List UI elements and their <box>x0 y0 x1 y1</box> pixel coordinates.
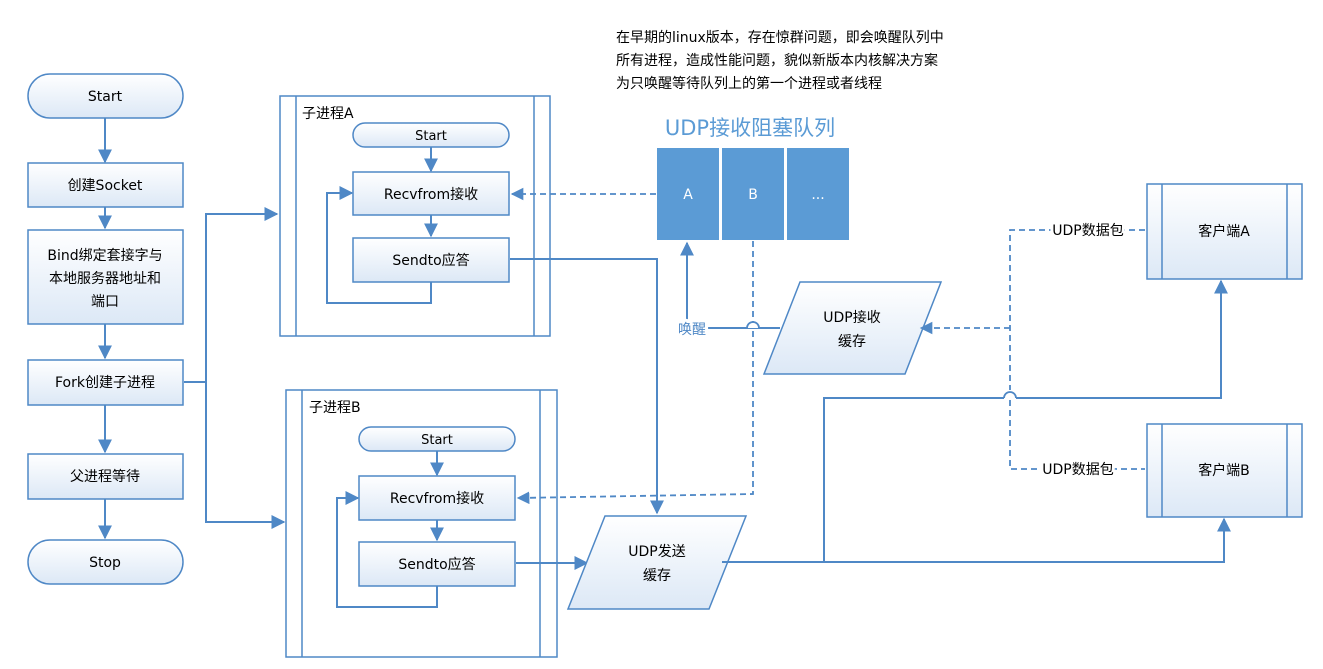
process-b-recvfrom-label: Recvfrom接收 <box>390 490 484 507</box>
main-stop-label: Stop <box>89 555 121 571</box>
process-b-sendto-label: Sendto应答 <box>398 556 475 573</box>
udp-send-buffer-line-1: UDP发送 <box>628 544 685 560</box>
queue-cell-b-label: B <box>748 187 758 203</box>
create-socket-label: 创建Socket <box>68 178 143 194</box>
process-b-sendto: Sendto应答 <box>358 541 516 587</box>
udp-recv-buffer-line-1: UDP接收 <box>823 309 880 326</box>
main-stop: Stop <box>27 539 184 585</box>
note-line-3: 为只唤醒等待队列上的第一个进程或者线程 <box>616 75 882 92</box>
process-a-recvfrom-label: Recvfrom接收 <box>384 186 478 203</box>
main-start: Start <box>27 73 184 119</box>
main-start-label: Start <box>88 89 123 105</box>
udp-send-buffer: UDP发送 缓存 <box>566 515 748 610</box>
queue-cell-a: A <box>657 148 719 240</box>
note-line-1: 在早期的linux版本，存在惊群问题，即会唤醒队列中 <box>616 29 944 46</box>
udp-send-buffer-line-2: 缓存 <box>643 568 671 584</box>
process-b-recvfrom: Recvfrom接收 <box>358 475 516 521</box>
process-a-start-label: Start <box>415 129 447 144</box>
queue-cell-more-label: ... <box>811 187 824 203</box>
bind-step: Bind绑定套接字与 本地服务器地址和 端口 <box>27 229 184 325</box>
process-a-start: Start <box>352 122 510 148</box>
parent-wait-step: 父进程等待 <box>27 453 184 500</box>
process-b-start: Start <box>358 426 516 452</box>
process-b-start-label: Start <box>421 433 453 448</box>
process-b-title: 子进程B <box>309 400 361 416</box>
create-socket-step: 创建Socket <box>27 162 184 208</box>
client-a: 客户端A <box>1146 183 1303 280</box>
queue-cell-a-label: A <box>683 187 693 203</box>
client-b-label: 客户端B <box>1198 462 1250 479</box>
process-a-title: 子进程A <box>302 106 354 122</box>
udp-packet-label-a: UDP数据包 <box>1052 223 1123 239</box>
fork-label: Fork创建子进程 <box>55 375 155 391</box>
note-text: 在早期的linux版本，存在惊群问题，即会唤醒队列中 所有进程，造成性能问题，貌… <box>616 29 944 92</box>
process-a-sendto: Sendto应答 <box>352 237 510 283</box>
queue-cell-more: ... <box>787 148 849 240</box>
udp-packet-label-b: UDP数据包 <box>1042 462 1113 478</box>
process-a-sendto-label: Sendto应答 <box>392 252 469 269</box>
process-a-recvfrom: Recvfrom接收 <box>352 171 510 216</box>
bind-label-line-1: Bind绑定套接字与 <box>47 247 162 264</box>
udp-recv-buffer: UDP接收 缓存 <box>762 281 943 375</box>
bind-label-line-2: 本地服务器地址和 <box>49 271 161 287</box>
note-line-2: 所有进程，造成性能问题，貌似新版本内核解决方案 <box>616 52 938 69</box>
parent-wait-label: 父进程等待 <box>70 468 140 485</box>
wake-label: 唤醒 <box>678 321 706 338</box>
client-a-label: 客户端A <box>1198 223 1250 240</box>
queue-title: UDP接收阻塞队列 <box>665 116 835 140</box>
client-b: 客户端B <box>1146 423 1303 518</box>
udp-recv-buffer-line-2: 缓存 <box>838 334 866 350</box>
fork-step: Fork创建子进程 <box>27 359 184 406</box>
bind-label-line-3: 端口 <box>91 294 119 310</box>
queue-cell-b: B <box>722 148 784 240</box>
